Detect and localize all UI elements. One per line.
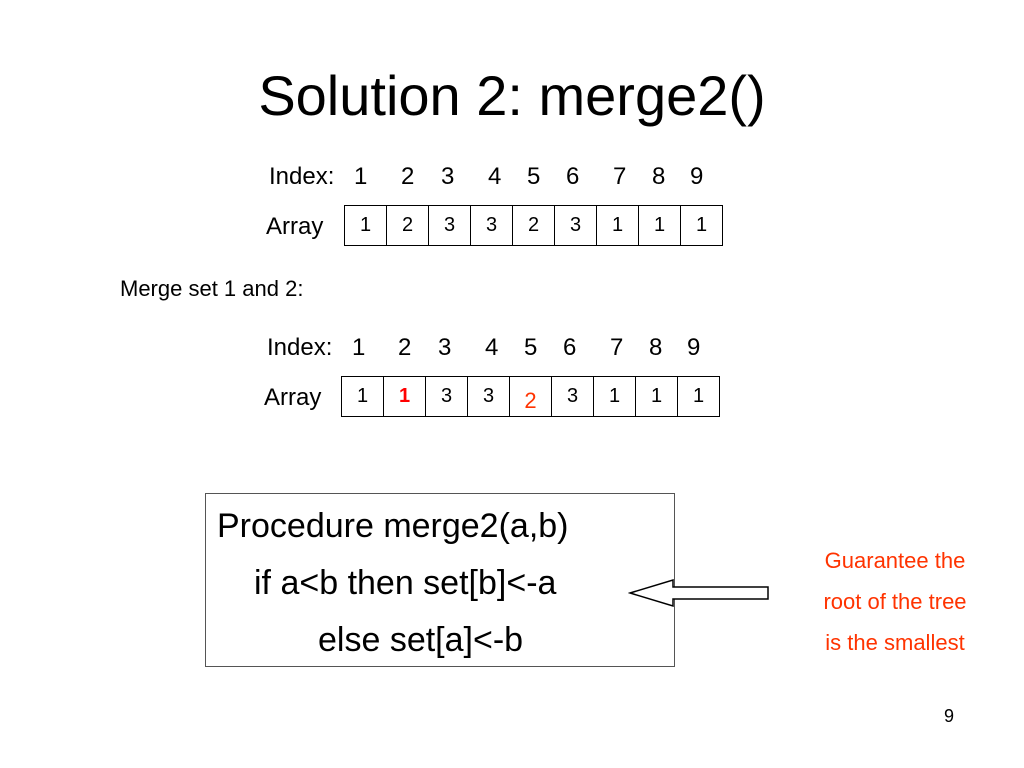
merge-heading: Merge set 1 and 2: xyxy=(120,276,304,301)
array-cell: 3 xyxy=(426,376,468,417)
note-line: Guarantee the xyxy=(824,548,966,573)
index-number: 6 xyxy=(563,334,577,361)
array-cell: 2 xyxy=(513,205,555,246)
array-cell: 3 xyxy=(468,376,510,417)
index-number: 4 xyxy=(488,163,502,190)
array-cell: 1 xyxy=(639,205,681,246)
array-cell: 1 xyxy=(345,205,387,246)
index-number: 3 xyxy=(441,163,455,190)
procedure-line: else set[a]<-b xyxy=(318,621,524,659)
index-number: 1 xyxy=(352,334,366,361)
array-cell: 1 xyxy=(678,376,720,417)
index-number: 3 xyxy=(438,334,452,361)
index-number: 5 xyxy=(527,163,541,190)
index-label: Index: xyxy=(267,334,333,361)
array-cell: 3 xyxy=(471,205,513,246)
procedure-line: Procedure merge2(a,b) xyxy=(217,507,569,545)
slide-title: Solution 2: merge2() xyxy=(258,64,766,127)
array-label: Array xyxy=(266,213,324,240)
array-label: Array xyxy=(264,384,322,411)
array-cell-updated: 1 xyxy=(384,376,426,417)
index-number: 9 xyxy=(690,163,704,190)
array-cell: 1 xyxy=(594,376,636,417)
array-cell: 1 xyxy=(636,376,678,417)
index-number: 8 xyxy=(649,334,663,361)
array-cell: 1 xyxy=(681,205,723,246)
index-label: Index: xyxy=(269,163,335,190)
procedure-box: Procedure merge2(a,b) if a<b then set[b]… xyxy=(205,493,675,667)
array-cell: 2 xyxy=(387,205,429,246)
index-number: 8 xyxy=(652,163,666,190)
array-cell: 3 xyxy=(555,205,597,246)
page-number: 9 xyxy=(944,706,955,726)
index-number: 7 xyxy=(613,163,627,190)
array-cell: 3 xyxy=(429,205,471,246)
index-number: 7 xyxy=(610,334,624,361)
index-number: 1 xyxy=(354,163,368,190)
note-line: root of the tree xyxy=(823,589,967,614)
index-number: 4 xyxy=(485,334,499,361)
array-before: 1 2 3 3 2 3 1 1 1 xyxy=(344,205,723,246)
index-number: 2 xyxy=(398,334,412,361)
index-number: 2 xyxy=(401,163,415,190)
note-line: is the smallest xyxy=(825,630,965,655)
left-arrow-icon xyxy=(628,578,769,608)
array-cell: 1 xyxy=(342,376,384,417)
array-after: 1 1 3 3 2 3 1 1 1 xyxy=(341,376,720,417)
array-cell-root: 2 xyxy=(510,376,552,417)
index-number: 6 xyxy=(566,163,580,190)
procedure-line: if a<b then set[b]<-a xyxy=(254,564,557,602)
index-number: 9 xyxy=(687,334,701,361)
array-cell: 3 xyxy=(552,376,594,417)
annotation-note: Guarantee the root of the tree is the sm… xyxy=(790,540,1000,663)
array-cell: 1 xyxy=(597,205,639,246)
index-number: 5 xyxy=(524,334,538,361)
